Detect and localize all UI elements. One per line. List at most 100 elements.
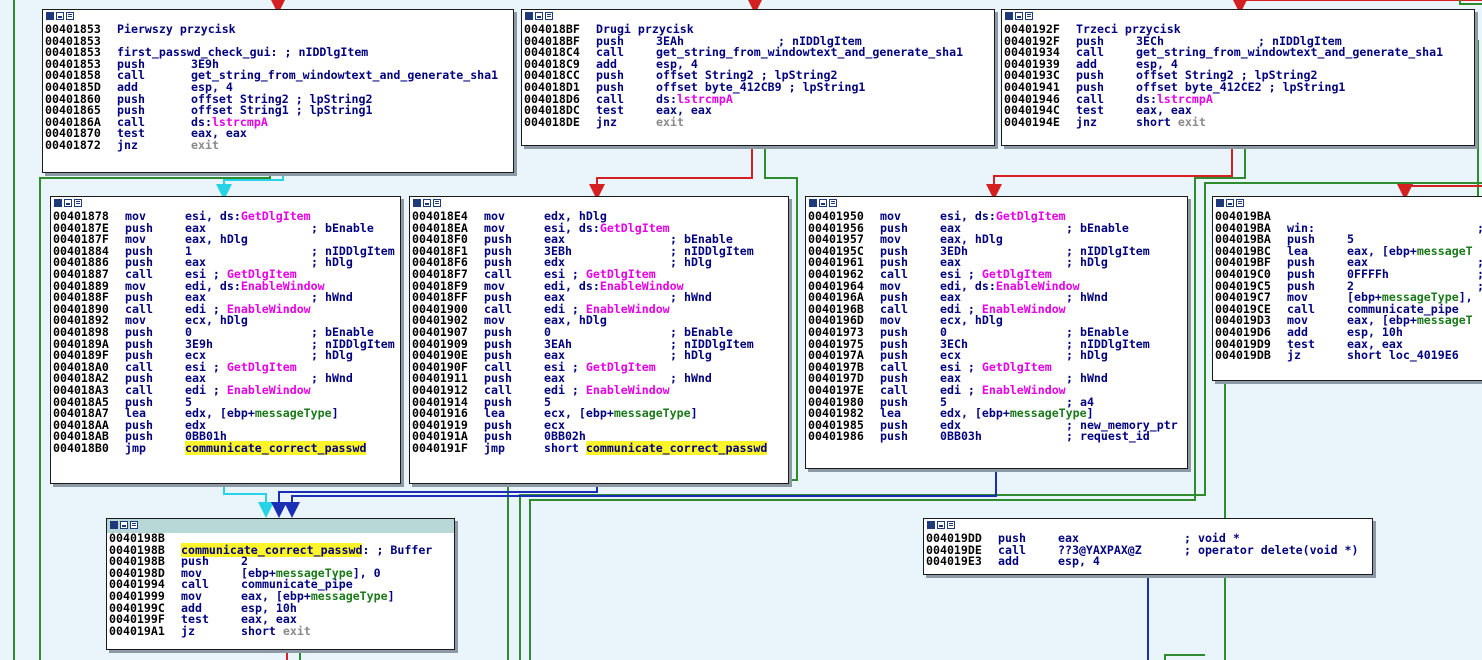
line-operand[interactable]: ds:lstrcmpA: [656, 91, 733, 106]
line-mnemonic[interactable]: push: [484, 324, 512, 339]
line-mnemonic[interactable]: push: [125, 324, 153, 339]
line-mnemonic[interactable]: mov: [181, 565, 202, 580]
line-address[interactable]: 004018DC: [524, 103, 580, 118]
line-operand[interactable]: eax, eax: [241, 612, 297, 627]
line-operand[interactable]: eax, [ebp+messageType]: [241, 588, 395, 603]
line-operand[interactable]: 0BB03h: [940, 429, 982, 444]
line-operand[interactable]: edi, ds:EnableWindow: [544, 278, 684, 293]
line-address[interactable]: 00401962: [808, 266, 864, 281]
block-text-icon[interactable]: [1025, 12, 1033, 20]
line-address[interactable]: 00401887: [53, 266, 109, 281]
line-address[interactable]: 004019DB: [1215, 348, 1271, 363]
line-mnemonic[interactable]: push: [484, 290, 512, 305]
line-address[interactable]: 00401999: [109, 588, 165, 603]
block-graph-icon[interactable]: [120, 521, 128, 529]
line-operand[interactable]: offset byte_412CE2 ; lpString1: [1136, 79, 1346, 94]
line-mnemonic[interactable]: push: [125, 417, 153, 432]
line-address[interactable]: 004019E3: [926, 554, 982, 569]
line-address[interactable]: 0040189F: [53, 348, 109, 363]
line-operand[interactable]: esp, 10h: [1347, 324, 1403, 339]
line-address[interactable]: 004018EA: [412, 220, 468, 235]
line-address[interactable]: 00401886: [53, 255, 109, 270]
line-operand[interactable]: edx: [940, 417, 961, 432]
block-color-icon[interactable]: [1005, 12, 1013, 20]
line-address[interactable]: 0040190F: [412, 359, 468, 374]
line-operand[interactable]: [ebp+messageType],: [1347, 290, 1473, 305]
line-mnemonic[interactable]: test: [181, 612, 209, 627]
line-address[interactable]: 004019C0: [1215, 266, 1271, 281]
line-address[interactable]: 004019C5: [1215, 278, 1271, 293]
line-address[interactable]: 00401889: [53, 278, 109, 293]
line-mnemonic[interactable]: push: [484, 429, 512, 444]
line-address[interactable]: 00401973: [808, 324, 864, 339]
line-operand[interactable]: eax: [544, 371, 565, 386]
line-mnemonic[interactable]: push: [880, 394, 908, 409]
line-address[interactable]: 00401939: [1004, 56, 1060, 71]
line-address[interactable]: 00401964: [808, 278, 864, 293]
line-address[interactable]: 004018C9: [524, 56, 580, 71]
line-address[interactable]: 0040192F: [1004, 22, 1060, 36]
line-operand[interactable]: esi, ds:GetDlgItem: [940, 209, 1066, 223]
line-mnemonic[interactable]: call: [181, 577, 209, 592]
line-mnemonic[interactable]: jnz: [1076, 114, 1097, 129]
line-operand[interactable]: edi, ds:EnableWindow: [185, 278, 325, 293]
line-address[interactable]: 004018FF: [412, 290, 468, 305]
line-mnemonic[interactable]: call: [484, 359, 512, 374]
line-operand[interactable]: exit: [191, 137, 219, 152]
line-mnemonic[interactable]: add: [998, 554, 1019, 569]
line-mnemonic[interactable]: call: [880, 359, 908, 374]
line-mnemonic[interactable]: mov: [880, 232, 901, 247]
line-mnemonic[interactable]: call: [880, 266, 908, 281]
line-mnemonic[interactable]: push: [880, 417, 908, 432]
line-address[interactable]: 00401934: [1004, 45, 1060, 60]
line-address[interactable]: 004018F6: [412, 255, 468, 270]
block-text-icon[interactable]: [130, 521, 138, 529]
line-mnemonic[interactable]: mov: [181, 588, 202, 603]
line-address[interactable]: 00401957: [808, 232, 864, 247]
line-operand[interactable]: eax: [185, 255, 206, 270]
line-address[interactable]: 004018C4: [524, 45, 580, 60]
line-operand[interactable]: communicate_pipe: [1347, 301, 1459, 316]
line-operand[interactable]: 2: [241, 554, 248, 569]
line-mnemonic[interactable]: call: [596, 45, 624, 60]
line-address[interactable]: 0040188F: [53, 290, 109, 305]
line-mnemonic[interactable]: test: [1076, 103, 1104, 118]
line-mnemonic[interactable]: call: [484, 382, 512, 397]
line-mnemonic[interactable]: mov: [125, 232, 146, 247]
line-operand[interactable]: communicate_pipe: [241, 577, 353, 592]
line-mnemonic[interactable]: push: [880, 324, 908, 339]
line-operand[interactable]: get_string_from_windowtext_and_generate_…: [1136, 45, 1444, 60]
code-line[interactable]: 00401999 mov eax, [ebp+messageType]: [109, 588, 454, 603]
